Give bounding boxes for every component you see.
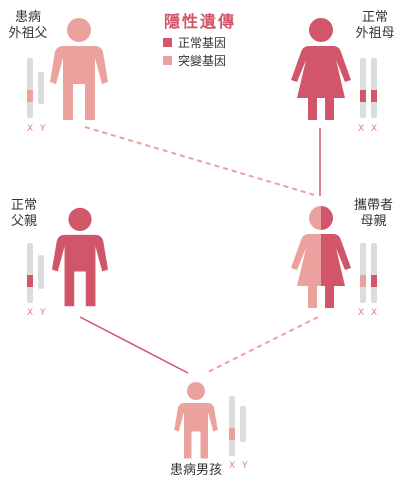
legend-label-mutant: 突變基因: [178, 53, 227, 68]
mother-xy-label: X X: [358, 308, 380, 318]
grandmother-xy-label: X X: [358, 124, 380, 134]
grandfather-male-icon: [50, 18, 108, 120]
legend-item-normal: 正常基因: [163, 34, 226, 50]
son-chromosomes: [229, 396, 246, 456]
grandmother-label: 正常 外祖母: [355, 10, 395, 41]
legend-item-mutant: 突變基因: [163, 52, 226, 68]
son-xy-label: X Y: [229, 461, 250, 471]
father-to-son-line: [79, 316, 189, 374]
father-male-icon: [52, 207, 108, 307]
grandfather-label: 患病 外祖父: [8, 10, 48, 41]
normal-gene-swatch: [163, 37, 172, 47]
mother-label: 攜帶者 母親: [353, 198, 393, 229]
father-chromosomes: [27, 243, 44, 303]
father-label: 正常 父親: [10, 198, 37, 229]
mother-female-icon: [291, 206, 351, 308]
mother-to-son-line: [205, 316, 319, 374]
son-male-icon: [174, 382, 218, 459]
mutant-gene-swatch: [163, 55, 172, 65]
mother-chromosomes: [360, 243, 377, 303]
grandfather-to-mother-line: [84, 126, 319, 197]
grandmother-chromosomes: [360, 58, 377, 118]
son-label: 患病男孩: [169, 463, 222, 478]
diagram-title: 隱性遺傳: [163, 12, 236, 31]
grandfather-chromosomes: [27, 58, 44, 118]
father-xy-label: X Y: [27, 308, 48, 318]
legend-label-normal: 正常基因: [178, 35, 227, 50]
grandfather-xy-label: X Y: [27, 124, 48, 134]
grandmother-female-icon: [291, 18, 351, 120]
